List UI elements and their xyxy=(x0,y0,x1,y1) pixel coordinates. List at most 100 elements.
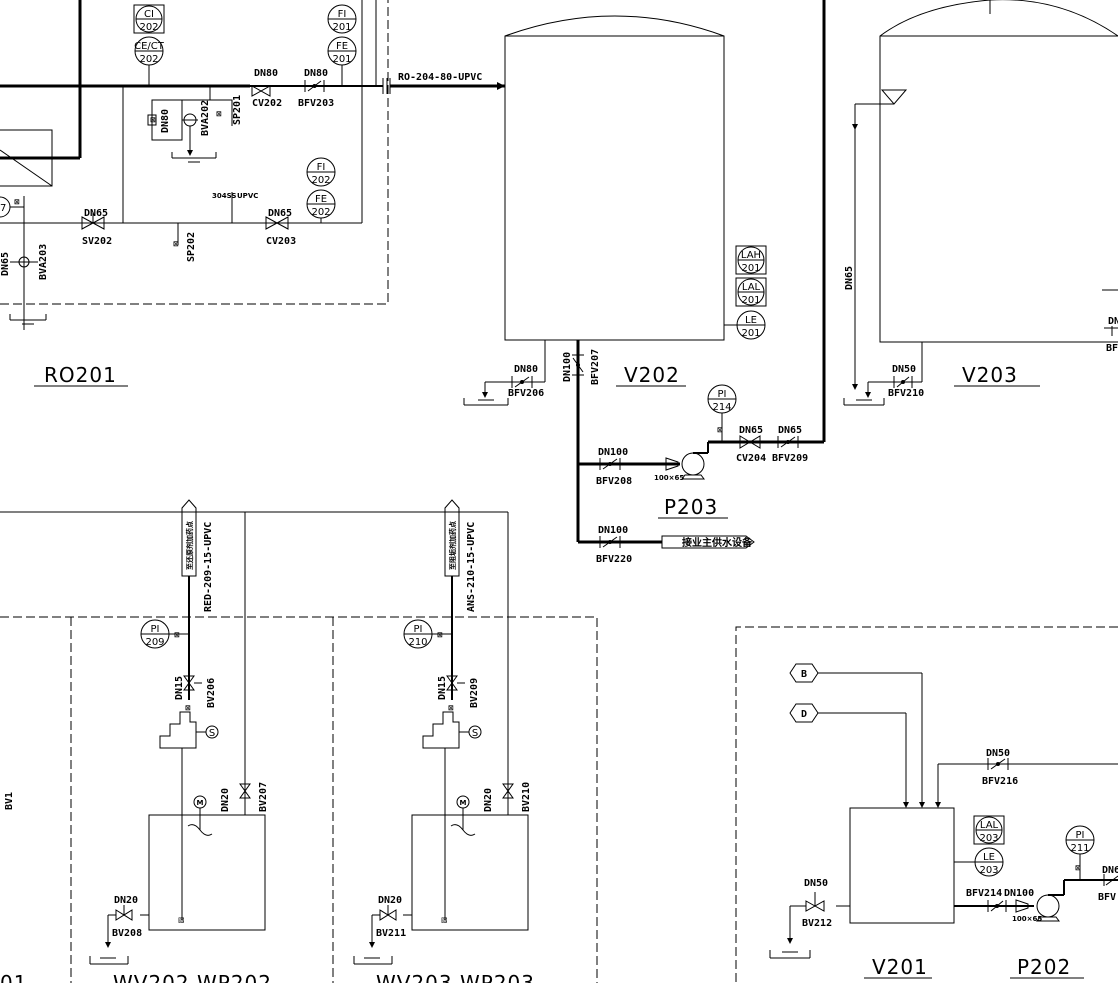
cv203-label: CV203 xyxy=(266,236,296,247)
butterfly-valve-bfv209[interactable] xyxy=(786,440,790,444)
lal203-tag: LAL xyxy=(980,820,999,831)
butterfly-valve-bfv214[interactable] xyxy=(995,904,999,908)
left-instr: 7 xyxy=(0,203,6,214)
bfv220-label: BFV220 xyxy=(596,554,632,565)
ball-valve-bv211[interactable] xyxy=(379,909,397,921)
red209-label: RED-209-15-UPVC xyxy=(203,522,214,612)
dn100-d: DN100 xyxy=(1004,888,1034,899)
le203-tag: LE xyxy=(983,852,995,863)
v203-area: DN65 DN50 BFV210 V203 DN BF xyxy=(843,0,1118,406)
pump-p202[interactable] xyxy=(1036,894,1060,918)
offpage-dosing-b[interactable] xyxy=(444,499,460,577)
dn100-c: DN100 xyxy=(598,525,628,536)
offpage-dosing-a[interactable] xyxy=(181,499,197,577)
pi214-tag: PI xyxy=(718,389,727,400)
ro201-title: RO201 xyxy=(44,363,117,387)
dn20-a: DN20 xyxy=(220,788,231,812)
p203-title: P203 xyxy=(664,495,718,519)
dn50-a: DN50 xyxy=(892,364,916,375)
lal201-tag: LAL xyxy=(742,282,761,293)
ball-valve-bv207[interactable] xyxy=(239,783,251,799)
wv202-title: WV202 WP202 xyxy=(113,971,272,983)
lal203-num: 203 xyxy=(979,833,998,844)
agitator-b xyxy=(450,824,476,836)
pi210-num: 210 xyxy=(408,637,427,648)
v202-title: V202 xyxy=(624,363,680,387)
ball-valve-bv208[interactable] xyxy=(115,909,133,921)
dn50-b: DN50 xyxy=(986,748,1010,759)
dn20-b: DN20 xyxy=(114,895,138,906)
tank-wv202[interactable] xyxy=(148,814,266,931)
dn80-c: DN80 xyxy=(160,109,171,133)
butterfly-valve-bfv216[interactable] xyxy=(996,762,1000,766)
svg-text:⊠: ⊠ xyxy=(150,116,156,124)
metering-pump-wp203[interactable] xyxy=(422,711,460,749)
offpage-d-label: D xyxy=(801,709,807,720)
ball-valve-bv209[interactable] xyxy=(446,675,458,691)
butterfly-valve-bfv207[interactable] xyxy=(576,363,580,367)
ball-valve-bv210[interactable] xyxy=(502,783,514,799)
bva203-label: BVA203 xyxy=(38,244,49,280)
dn80-a: DN80 xyxy=(254,68,278,79)
tank-wv203[interactable] xyxy=(411,814,529,931)
reducer-p202 xyxy=(1015,899,1029,913)
fi202-num: 202 xyxy=(311,175,330,186)
le201-tag: LE xyxy=(745,315,757,326)
svg-text:⊠: ⊠ xyxy=(448,704,454,712)
dn80-b: DN80 xyxy=(304,68,328,79)
dn20-d: DN20 xyxy=(378,895,402,906)
bfv208-label: BFV208 xyxy=(596,476,632,487)
reducer-p203 xyxy=(665,457,679,471)
ball-valve-bv206[interactable] xyxy=(183,675,195,691)
butterfly-valve-bfv210[interactable] xyxy=(901,380,905,384)
bv209-label: BV209 xyxy=(469,678,480,708)
tank-v203[interactable] xyxy=(879,0,1118,343)
svg-text:⊠: ⊠ xyxy=(1075,864,1081,872)
cv202-label: CV202 xyxy=(252,98,282,109)
butterfly-valve-bfv206[interactable] xyxy=(520,380,524,384)
dn65-b: DN65 xyxy=(268,208,292,219)
dn100-a: DN100 xyxy=(562,352,573,382)
metering-pump-wp202[interactable] xyxy=(159,711,197,749)
v201-title: V201 xyxy=(872,955,928,979)
dn65-c: DN65 xyxy=(0,252,11,276)
fi201-num: 201 xyxy=(332,22,351,33)
butterfly-valve-bfv220[interactable] xyxy=(608,540,612,544)
ci-num: 202 xyxy=(139,22,158,33)
pi211-num: 211 xyxy=(1070,843,1089,854)
ro201-area: RO-204-80-UPVC DN80 CV202 DN80 BFV203 CI… xyxy=(0,0,505,387)
bva202-label: BVA202 xyxy=(200,100,211,136)
svg-text:⊠: ⊠ xyxy=(437,631,443,639)
dn65-e: DN65 xyxy=(778,425,802,436)
wv203-title: WV203 WP203 xyxy=(376,971,535,983)
dosing-area: 至还原剂加药点 RED-209-15-UPVC PI 209 ⊠ DN15 BV… xyxy=(0,499,598,983)
pi210-tag: PI xyxy=(414,624,423,635)
lah201-tag: LAH xyxy=(741,250,761,261)
dn-cut: DN xyxy=(1108,316,1118,327)
bv208-label: BV208 xyxy=(112,928,142,939)
m-b: M xyxy=(460,799,467,807)
offpage-b-label: B xyxy=(801,669,807,680)
pi209-num: 209 xyxy=(145,637,164,648)
bv-cut: BV1 xyxy=(4,792,15,810)
ball-valve-bv212[interactable] xyxy=(805,900,825,912)
dn80-d: DN80 xyxy=(514,364,538,375)
sv202-label: SV202 xyxy=(82,236,112,247)
m-a: M xyxy=(197,799,204,807)
tank-v201[interactable] xyxy=(849,807,955,924)
check-valve-cv203[interactable] xyxy=(265,216,289,230)
butterfly-valve-bfv208[interactable] xyxy=(608,462,612,466)
offpage-to-user[interactable] xyxy=(661,535,755,549)
solenoid-valve-sv202[interactable] xyxy=(81,216,105,230)
to-user-label: 接业主供水设备 xyxy=(682,536,753,549)
check-valve-cv204[interactable] xyxy=(739,435,761,449)
butterfly-valve-bfv203[interactable] xyxy=(312,84,317,88)
fi201-tag: FI xyxy=(338,9,347,20)
pump-p203[interactable] xyxy=(681,452,705,476)
tank-v202[interactable] xyxy=(504,15,725,341)
ce-num: 202 xyxy=(139,54,158,65)
check-valve-cv202[interactable] xyxy=(251,85,271,97)
bfv216-label: BFV216 xyxy=(982,776,1018,787)
pi211-tag: PI xyxy=(1076,830,1085,841)
